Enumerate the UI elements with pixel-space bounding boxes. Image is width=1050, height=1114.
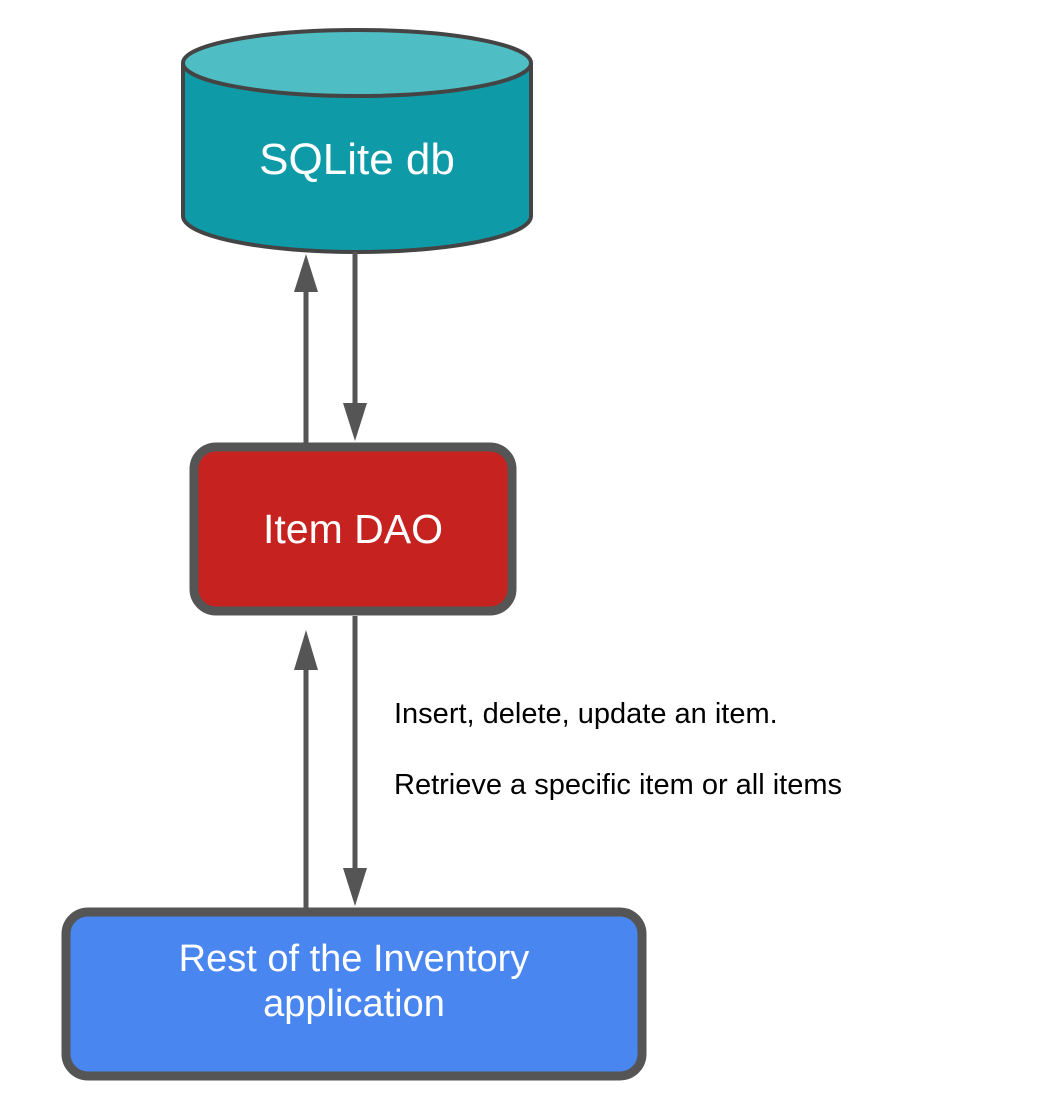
edge-dao-to-app[interactable]: [343, 616, 367, 906]
edge-annotation-line-1: Insert, delete, update an item.: [394, 698, 778, 730]
node-inventory-app[interactable]: [61, 907, 647, 1081]
edge-db-to-dao-arrowhead: [343, 403, 367, 441]
edge-dao-to-app-arrowhead: [343, 868, 367, 906]
edge-annotation-line-2: Retrieve a specific item or all items: [394, 769, 843, 801]
item-dao-box: [189, 442, 517, 616]
edge-dao-to-db-arrowhead: [294, 254, 318, 292]
node-item-dao[interactable]: [189, 442, 517, 616]
edge-db-to-dao[interactable]: [343, 252, 367, 441]
edge-app-to-dao[interactable]: [294, 630, 318, 908]
cylinder-body: [181, 61, 533, 254]
cylinder-top-ellipse: [181, 28, 533, 98]
inventory-app-box: [61, 907, 647, 1081]
edge-dao-to-db[interactable]: [294, 254, 318, 443]
edge-app-to-dao-arrowhead: [294, 630, 318, 670]
node-sqlite-db[interactable]: [181, 28, 533, 254]
